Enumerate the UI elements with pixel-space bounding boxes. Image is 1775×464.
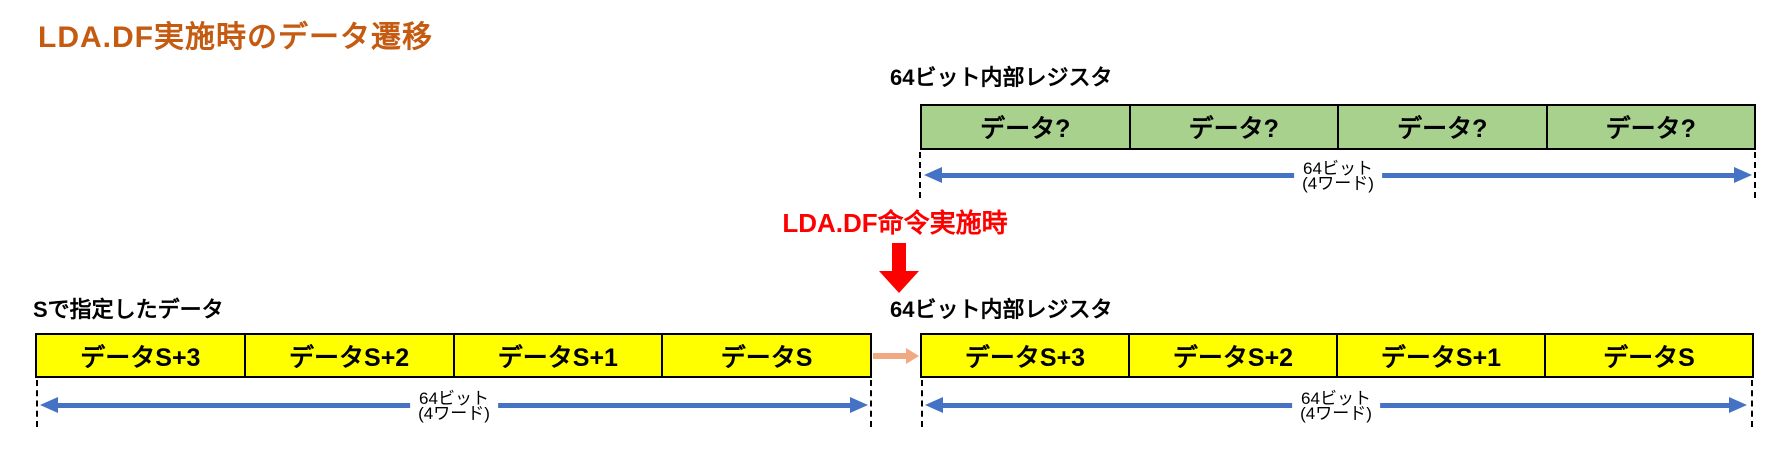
width-measure-arrow: 64ビット (4ワード) — [925, 390, 1747, 422]
arrowhead-down-icon — [879, 271, 919, 293]
width-label: 64ビット (4ワード) — [1292, 388, 1380, 423]
width-measure-arrow: 64ビット (4ワード) — [924, 160, 1752, 192]
register-cell: データ? — [1128, 106, 1338, 148]
arrowhead-left-icon — [925, 397, 943, 413]
arrowhead-left-icon — [924, 167, 942, 183]
top-register-table: データ? データ? データ? データ? — [920, 104, 1756, 150]
width-label-line1: 64ビット — [419, 388, 489, 408]
width-label: 64ビット (4ワード) — [1294, 158, 1382, 193]
source-data-label: Sで指定したデータ — [33, 297, 224, 322]
arrowhead-left-icon — [40, 397, 58, 413]
width-label-line1: 64ビット — [1303, 158, 1373, 178]
extent-dash-right — [1751, 380, 1753, 427]
register-cell: データ? — [1545, 106, 1755, 148]
data-cell: データS+2 — [243, 335, 453, 376]
arrowhead-right-icon — [906, 348, 919, 364]
width-label-line2: (4ワード) — [1300, 403, 1372, 423]
width-label-line2: (4ワード) — [418, 403, 490, 423]
top-register-label: 64ビット内部レジスタ — [890, 65, 1113, 90]
width-measure-arrow: 64ビット (4ワード) — [40, 390, 868, 422]
page-title: LDA.DF実施時のデータ遷移 — [38, 21, 433, 54]
arrowhead-right-icon — [1734, 167, 1752, 183]
extent-dash-left — [921, 380, 923, 427]
arrow-shaft — [873, 353, 907, 359]
source-data-table: データS+3 データS+2 データS+1 データS — [35, 333, 872, 378]
width-label: 64ビット (4ワード) — [410, 388, 498, 423]
register-cell: データ? — [1337, 106, 1546, 148]
dest-register-table: データS+3 データS+2 データS+1 データS — [920, 333, 1754, 378]
extent-dash-left — [36, 380, 38, 427]
extent-dash-right — [870, 380, 872, 427]
extent-dash-right — [1754, 152, 1756, 198]
event-label: LDA.DF命令実施時 — [782, 208, 1008, 238]
data-cell: データS+1 — [452, 335, 662, 376]
width-label-line1: 64ビット — [1301, 388, 1371, 408]
dest-register-label: 64ビット内部レジスタ — [890, 297, 1113, 322]
arrow-shaft — [892, 243, 906, 271]
data-cell: データS+3 — [964, 343, 1086, 372]
data-cell: データS — [661, 335, 870, 376]
data-cell: データS+1 — [1336, 335, 1544, 376]
data-cell: データS+2 — [1128, 335, 1336, 376]
width-label-line2: (4ワード) — [1302, 173, 1374, 193]
extent-dash-left — [919, 152, 921, 198]
arrowhead-right-icon — [850, 397, 868, 413]
transfer-right-arrow-icon — [873, 348, 919, 364]
arrowhead-right-icon — [1729, 397, 1747, 413]
data-cell: データS+3 — [80, 343, 201, 372]
register-cell: データ? — [980, 115, 1071, 143]
data-cell: データS — [1544, 335, 1752, 376]
execute-down-arrow-icon — [879, 243, 919, 293]
